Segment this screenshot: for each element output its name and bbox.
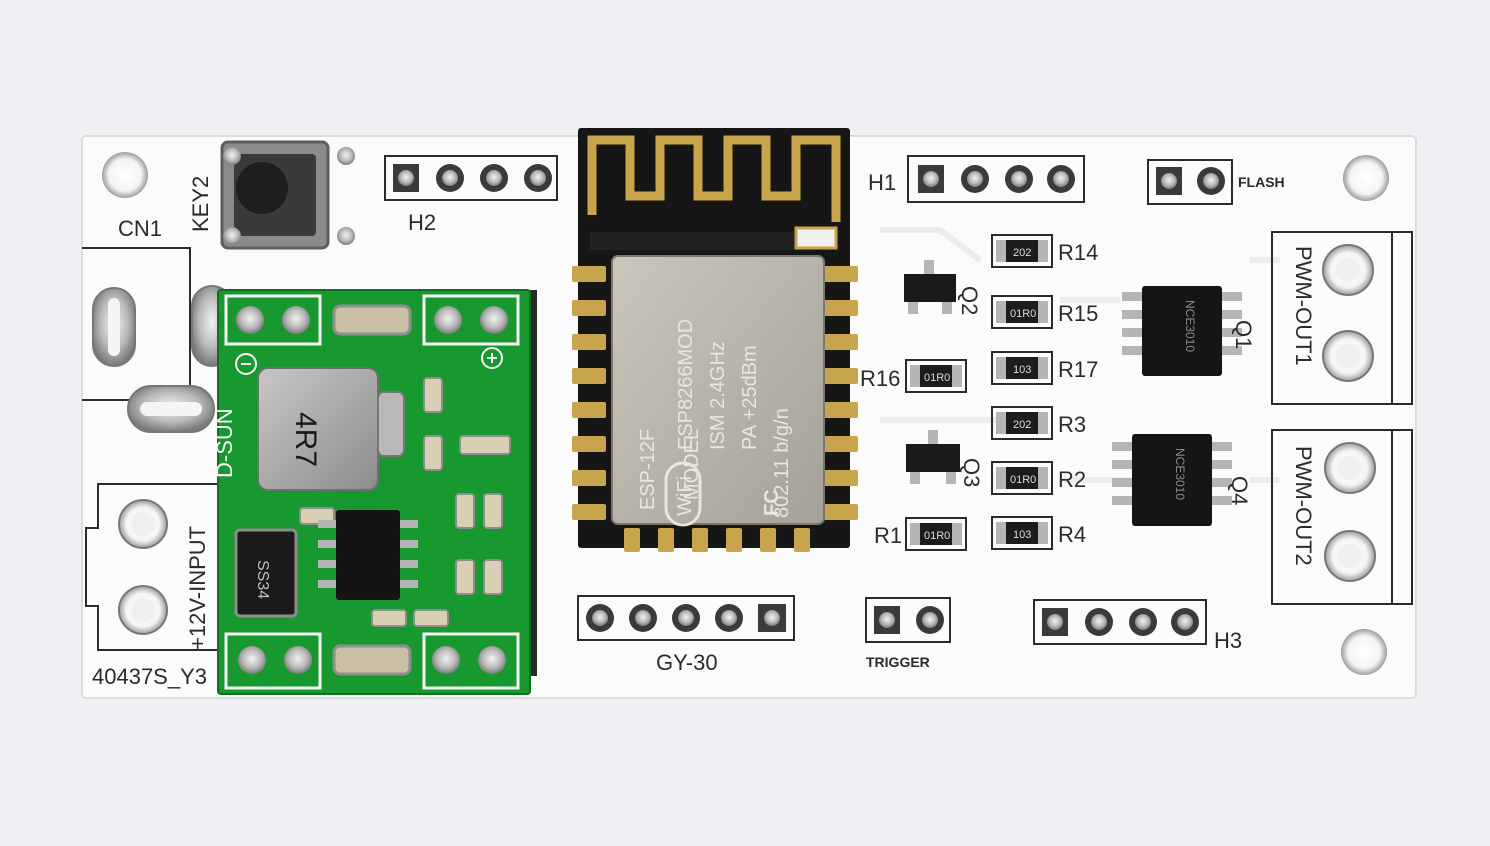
module-model: ESP8266MOD	[675, 319, 697, 450]
h2-header: H2	[384, 155, 558, 235]
resistor-r1: 01R0 R1	[874, 517, 967, 551]
mosfet-q4: NCE3010 Q4	[1112, 434, 1252, 526]
pwm-out1-label: PWM-OUT1	[1291, 246, 1316, 366]
regulator-brand: D-SUN	[212, 408, 237, 478]
r4-code: 103	[1013, 529, 1031, 541]
input-label: +12V-INPUT	[185, 526, 210, 650]
cn1-label: CN1	[118, 216, 162, 241]
pwm-out2-label: PWM-OUT2	[1291, 446, 1316, 566]
resistor-r2: 01R0 R2	[991, 461, 1086, 495]
diode-marking: SS34	[254, 560, 271, 599]
transistor-q2: Q2	[904, 260, 982, 315]
module-pa: PA +25dBm	[739, 345, 761, 450]
board-id-label: 40437S_Y3	[92, 664, 207, 689]
r15-label: R15	[1058, 301, 1098, 326]
r1-code: 01R0	[924, 530, 950, 542]
transistor-q3: Q3	[906, 430, 984, 487]
r17-label: R17	[1058, 357, 1098, 382]
resistor-r16: 01R0 R16	[860, 359, 967, 393]
mounting-hole-top-right	[1343, 155, 1389, 201]
h2-label: H2	[408, 210, 436, 235]
resistor-r3: 202 R3	[991, 406, 1086, 440]
h1-label: H1	[868, 170, 896, 195]
r3-code: 202	[1013, 419, 1031, 431]
resistor-array: 202 R14 01R0 R15 103 R17 202 R3	[860, 234, 1098, 551]
r2-code: 01R0	[1010, 474, 1036, 486]
r4-label: R4	[1058, 522, 1086, 547]
r15-code: 01R0	[1010, 308, 1036, 320]
key2-label: KEY2	[188, 176, 213, 232]
pwm-out1-terminal: PWM-OUT1	[1271, 231, 1413, 405]
q4-label: Q4	[1227, 476, 1252, 505]
resistor-r14: 202 R14	[991, 234, 1098, 268]
h3-label: H3	[1214, 628, 1242, 653]
r1-label: R1	[874, 523, 902, 548]
trigger-label: TRIGGER	[866, 654, 930, 670]
wifi-logo: WiFi	[674, 476, 696, 516]
gy30-label: GY-30	[656, 650, 718, 675]
r16-label: R16	[860, 366, 900, 391]
q1-label: Q1	[1231, 320, 1256, 349]
resistor-r17: 103 R17	[991, 351, 1098, 385]
r14-code: 202	[1013, 247, 1031, 259]
h1-header: H1	[868, 155, 1085, 203]
flash-label: FLASH	[1238, 174, 1285, 190]
esp12f-module: ESP-12F ESP8266MOD ISM 2.4GHz PA +25dBm …	[572, 128, 858, 552]
resistor-r15: 01R0 R15	[991, 295, 1098, 329]
mounting-hole-top-left	[102, 152, 148, 198]
input-terminal: +12V-INPUT 40437S_Y3	[85, 483, 219, 689]
trigger-header: TRIGGER	[865, 597, 951, 670]
r14-label: R14	[1058, 240, 1098, 265]
module-standard: 802.11 b/g/n	[771, 408, 793, 518]
r2-label: R2	[1058, 467, 1086, 492]
r16-code: 01R0	[924, 372, 950, 384]
module-name: ESP-12F	[637, 429, 659, 510]
buck-regulator-module: 4R7 D-SUN SS34	[212, 289, 537, 695]
q2-label: Q2	[957, 286, 982, 315]
r17-code: 103	[1013, 364, 1031, 376]
resistor-r4: 103 R4	[991, 516, 1086, 550]
key2-button[interactable]: KEY2	[188, 140, 355, 250]
q1-marking: NCE3010	[1183, 300, 1197, 352]
gy30-header: GY-30	[577, 595, 795, 675]
module-ism: ISM 2.4GHz	[707, 341, 729, 450]
q4-marking: NCE3010	[1173, 448, 1187, 500]
mosfet-q1: NCE3010 Q1	[1122, 286, 1256, 376]
pwm-out2-terminal: PWM-OUT2	[1271, 429, 1413, 605]
r3-label: R3	[1058, 412, 1086, 437]
flash-jumper: FLASH	[1147, 159, 1285, 205]
q3-label: Q3	[959, 458, 984, 487]
inductor-marking: 4R7	[289, 412, 322, 467]
fcc-logo: FC	[761, 489, 783, 516]
mounting-hole-bottom-right	[1341, 629, 1387, 675]
h3-header: H3	[1033, 599, 1242, 653]
